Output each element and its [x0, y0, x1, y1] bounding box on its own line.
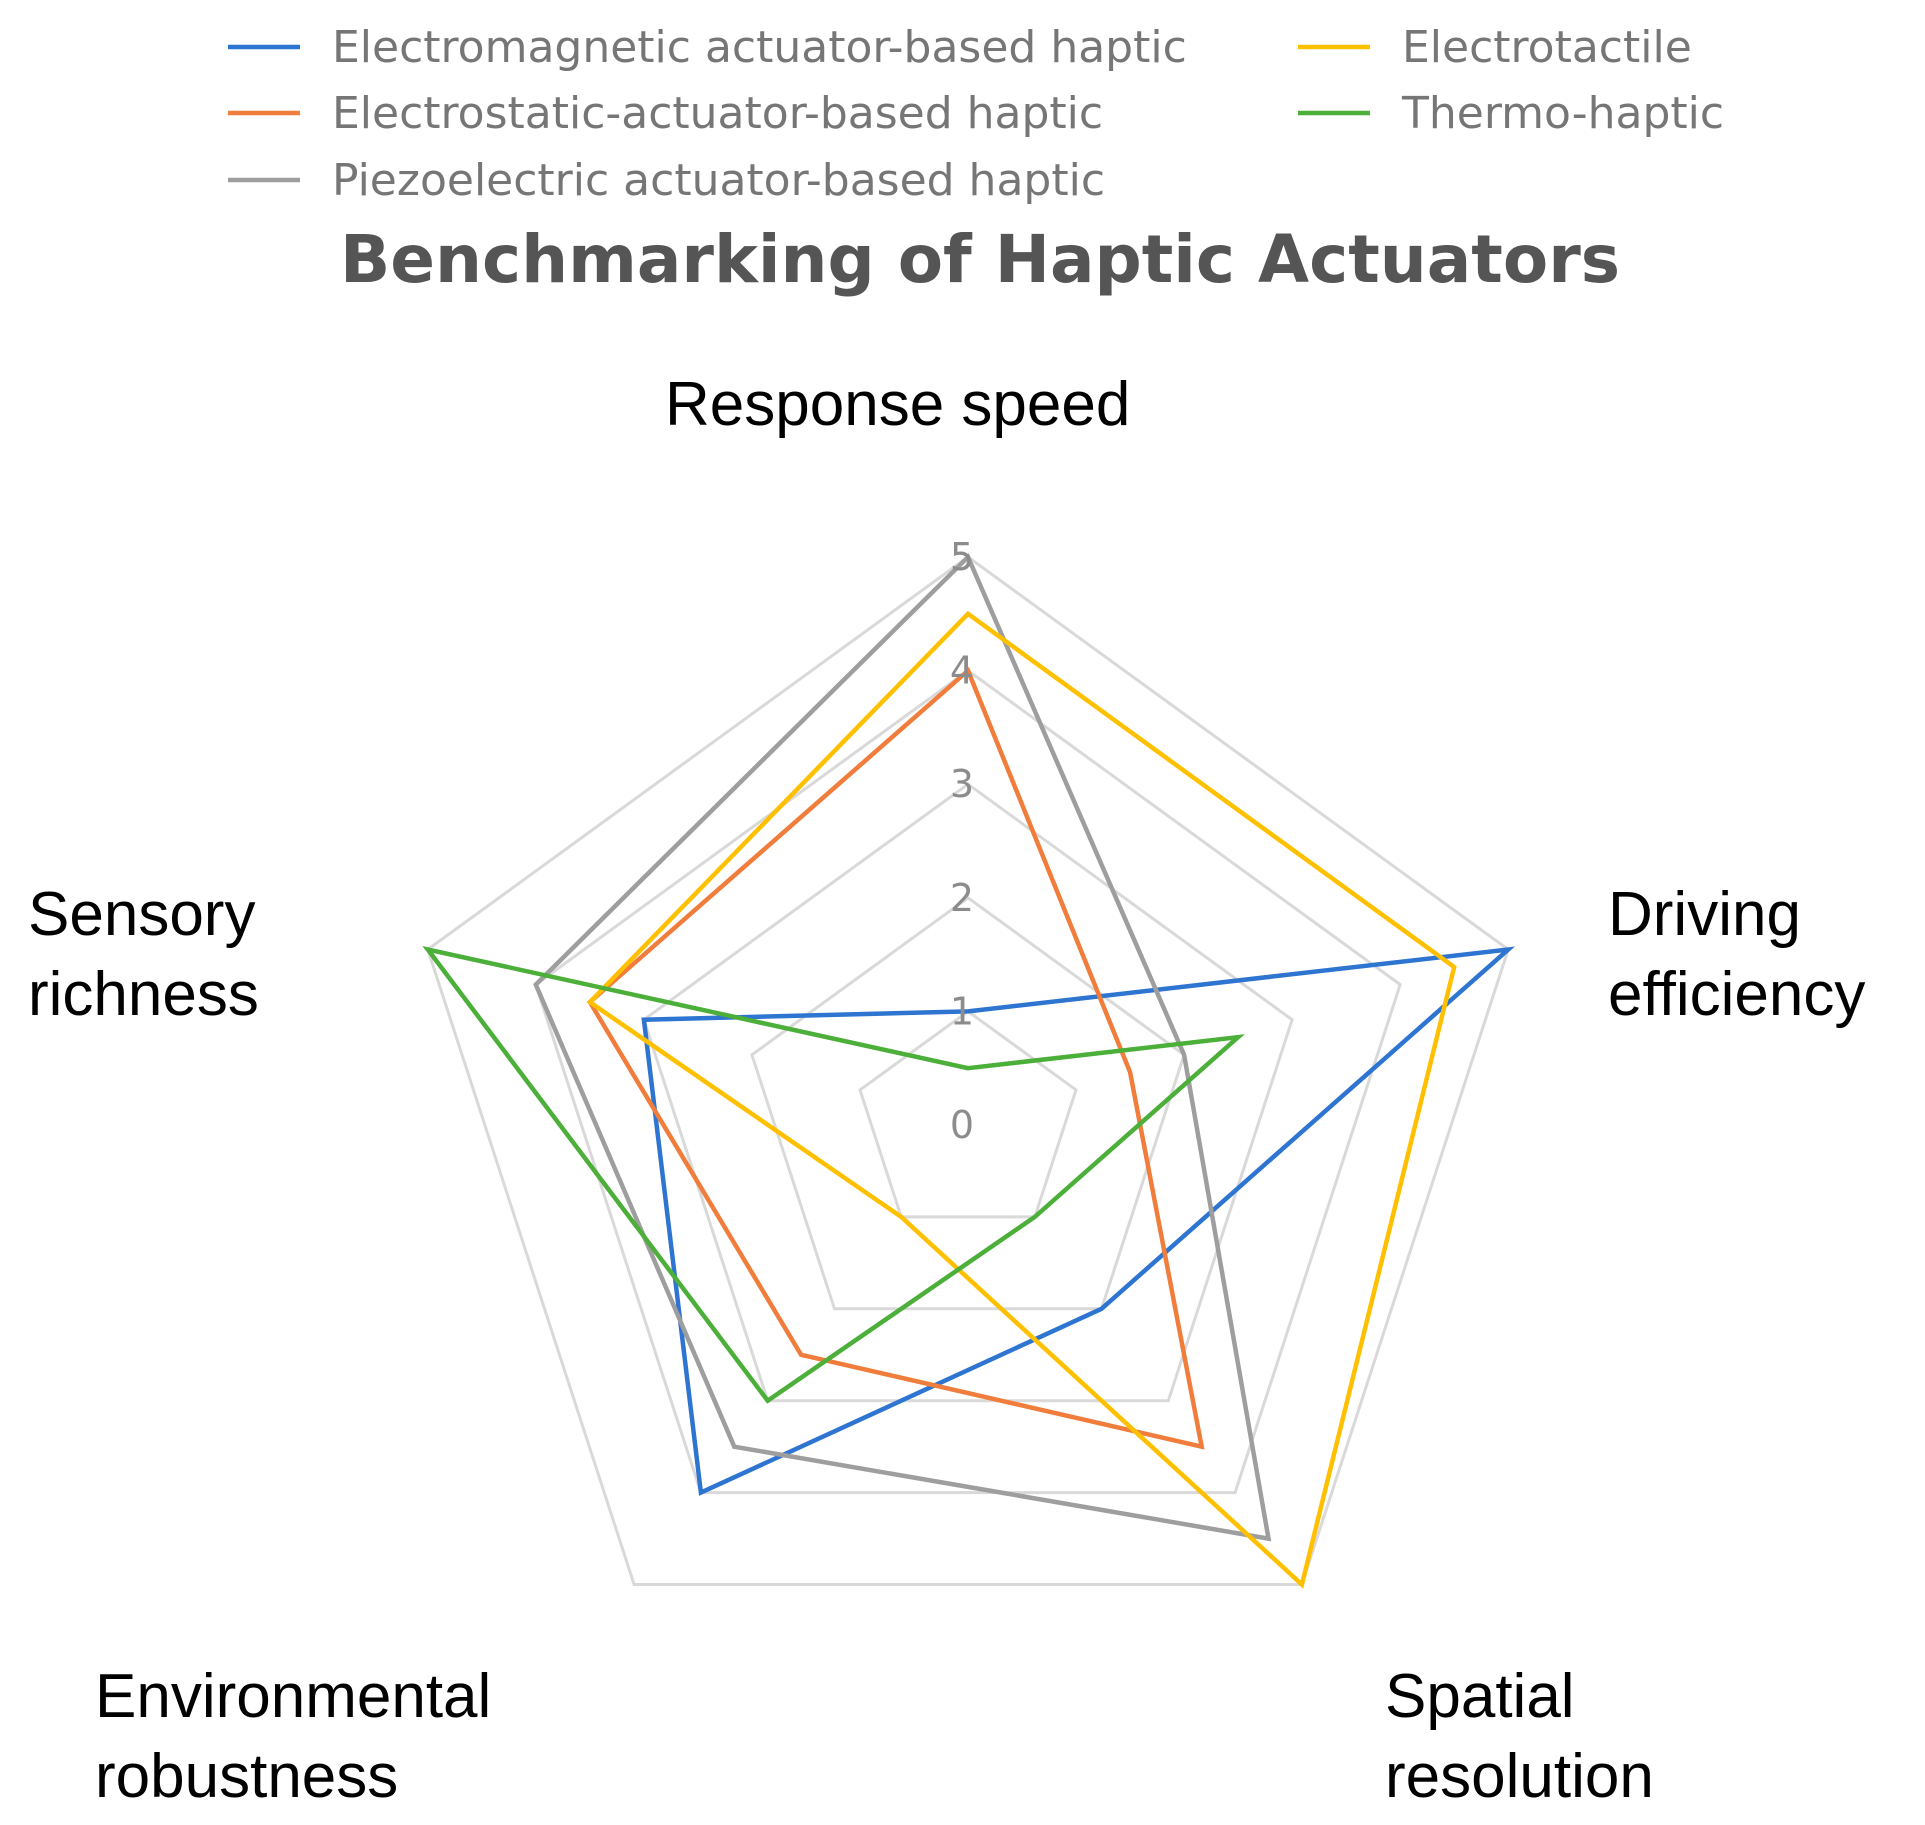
tick-label-0: 0 [950, 1103, 974, 1147]
grid-ring-1 [858, 1009, 1078, 1219]
axis-label-line: Driving [1608, 880, 1801, 949]
legend-label: Electrotactile [1402, 22, 1692, 73]
axis-label-spatial-resolution: Spatial resolution [1385, 1662, 1654, 1811]
axis-label-line: robustness [95, 1742, 398, 1811]
axis-label-line: Environmental [95, 1662, 491, 1731]
legend-item-thermo-haptic: Thermo-haptic [1298, 88, 1724, 139]
legend: Electromagnetic actuator-based hapticEle… [228, 22, 1724, 206]
legend-label: Electromagnetic actuator-based haptic [332, 22, 1187, 73]
radar-grid [426, 555, 1510, 1586]
grid-ring-4 [534, 668, 1402, 1495]
axis-label-sensory-richness: Sensory richness [28, 880, 259, 1029]
legend-item-electromagnetic-actuator-based-haptic: Electromagnetic actuator-based haptic [228, 22, 1187, 73]
axis-label-line: Spatial [1385, 1662, 1575, 1731]
axis-label-line: Response speed [665, 370, 1130, 439]
legend-item-piezoelectric-actuator-based-haptic: Piezoelectric actuator-based haptic [228, 155, 1105, 206]
series-electrostatic-actuator-based-haptic [587, 666, 1205, 1450]
grid-ring-5 [426, 555, 1510, 1586]
tick-label-1: 1 [950, 989, 974, 1033]
tick-label-3: 3 [950, 762, 974, 806]
series-piezoelectric-actuator-based-haptic [533, 553, 1272, 1542]
chart-title: Benchmarking of Haptic Actuators [340, 221, 1620, 298]
series-electrotactile [586, 610, 1457, 1589]
axis-label-line: resolution [1385, 1742, 1654, 1811]
axis-label-response-speed: Response speed [665, 370, 1130, 439]
axis-label-environmental-robustness: Environmental robustness [95, 1662, 491, 1811]
legend-label: Piezoelectric actuator-based haptic [332, 155, 1105, 206]
legend-item-electrotactile: Electrotactile [1298, 22, 1692, 73]
axis-label-driving-efficiency: Driving efficiency [1608, 880, 1865, 1029]
series-electromagnetic-actuator-based-haptic [641, 946, 1516, 1496]
series-group [422, 553, 1516, 1589]
tick-label-2: 2 [950, 876, 974, 920]
axis-label-line: richness [28, 960, 259, 1029]
axis-label-line: Sensory [28, 880, 255, 949]
legend-label: Thermo-haptic [1401, 88, 1724, 139]
series-thermo-haptic [422, 945, 1245, 1404]
tick-label-5: 5 [950, 535, 974, 579]
axis-label-line: efficiency [1608, 960, 1865, 1029]
tick-labels: 0 1 2 3 4 5 [950, 535, 974, 1147]
legend-label: Electrostatic-actuator-based haptic [332, 88, 1103, 139]
legend-item-electrostatic-actuator-based-haptic: Electrostatic-actuator-based haptic [228, 88, 1103, 139]
tick-label-4: 4 [950, 649, 974, 693]
